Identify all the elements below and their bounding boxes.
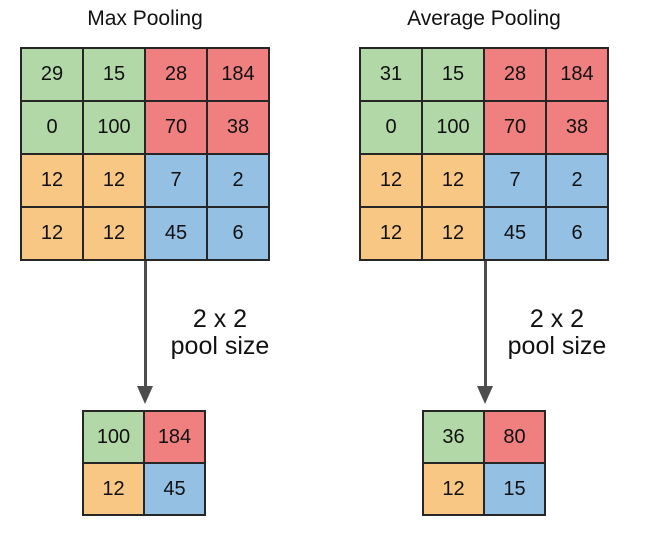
grid-cell: 184 [208, 49, 268, 100]
grid-cell: 7 [146, 155, 206, 206]
down-arrow-line [144, 261, 147, 387]
grid-cell: 80 [485, 412, 544, 462]
grid-cell: 0 [361, 102, 421, 153]
grid-cell: 29 [22, 49, 82, 100]
grid-cell: 45 [146, 208, 206, 259]
grid-cell: 12 [22, 208, 82, 259]
grid-cell: 15 [423, 49, 483, 100]
max-output-grid: 100 184 12 45 [82, 410, 206, 516]
grid-cell: 28 [485, 49, 545, 100]
grid-cell: 12 [361, 155, 421, 206]
grid-cell: 31 [361, 49, 421, 100]
grid-cell: 45 [485, 208, 545, 259]
grid-cell: 2 [547, 155, 607, 206]
grid-cell: 100 [84, 412, 143, 462]
grid-cell: 12 [361, 208, 421, 259]
down-arrow-head [477, 386, 493, 404]
grid-cell: 12 [84, 208, 144, 259]
pool-size-line2: pool size [507, 332, 607, 360]
average-pooling-title: Average Pooling [407, 7, 561, 30]
grid-cell: 6 [208, 208, 268, 259]
pool-size-label: 2 x 2 pool size [150, 306, 290, 360]
grid-cell: 12 [22, 155, 82, 206]
grid-cell: 28 [146, 49, 206, 100]
grid-cell: 38 [547, 102, 607, 153]
grid-cell: 100 [84, 102, 144, 153]
pool-size-line2: pool size [170, 332, 270, 360]
grid-cell: 15 [485, 464, 544, 514]
grid-cell: 2 [208, 155, 268, 206]
grid-cell: 70 [485, 102, 545, 153]
pool-size-line1: 2 x 2 [192, 305, 248, 333]
max-input-grid: 29 15 28 184 0 100 70 38 12 12 7 2 12 12… [20, 47, 270, 261]
grid-cell: 0 [22, 102, 82, 153]
max-pooling-title: Max Pooling [87, 7, 203, 30]
grid-cell: 12 [423, 208, 483, 259]
average-output-grid: 36 80 12 15 [422, 410, 546, 516]
grid-cell: 36 [424, 412, 483, 462]
pool-size-label: 2 x 2 pool size [487, 306, 627, 360]
grid-cell: 12 [423, 155, 483, 206]
grid-cell: 184 [547, 49, 607, 100]
average-input-grid: 31 15 28 184 0 100 70 38 12 12 7 2 12 12… [359, 47, 609, 261]
grid-cell: 7 [485, 155, 545, 206]
grid-cell: 12 [84, 464, 143, 514]
pool-size-line1: 2 x 2 [529, 305, 585, 333]
grid-cell: 12 [84, 155, 144, 206]
grid-cell: 45 [145, 464, 204, 514]
grid-cell: 184 [145, 412, 204, 462]
grid-cell: 70 [146, 102, 206, 153]
grid-cell: 6 [547, 208, 607, 259]
grid-cell: 15 [84, 49, 144, 100]
down-arrow-line [484, 261, 487, 387]
grid-cell: 100 [423, 102, 483, 153]
down-arrow-head [137, 386, 153, 404]
grid-cell: 38 [208, 102, 268, 153]
grid-cell: 12 [424, 464, 483, 514]
